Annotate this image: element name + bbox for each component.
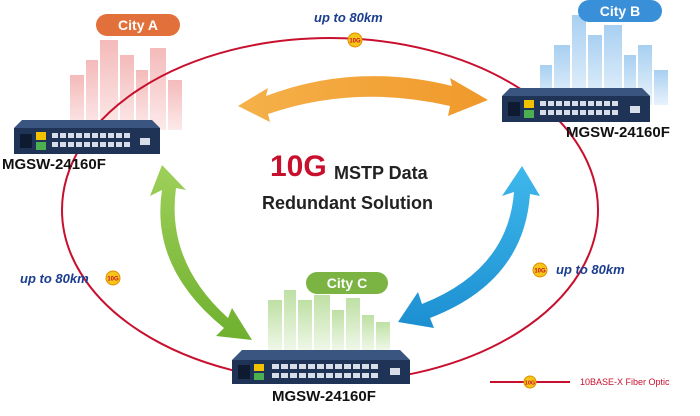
legend-label: 10BASE-X Fiber Optic [580,377,670,387]
title-line1: MSTP Data [334,163,428,183]
switch-c [232,350,410,384]
switch-a [14,120,160,154]
fiber-marker-right: 10G [532,262,548,278]
distance-left: up to 80km [20,271,89,286]
arrow-b-c [398,166,540,328]
arrow-a-c [150,165,252,340]
switch-b-model: MGSW-24160F [566,124,670,141]
fiber-marker-top: 10G [347,32,363,48]
switch-a-model: MGSW-24160F [2,156,106,173]
distance-right: up to 80km [556,262,625,277]
fiber-marker-top-text: 10G [349,39,361,45]
city-c-skyline [268,290,390,350]
city-a-badge: City A [96,14,180,36]
city-c-badge: City C [306,272,388,294]
fiber-marker-left: 10G [105,270,121,286]
title-line2: Redundant Solution [262,193,433,213]
legend-symbol: 10G [490,375,570,389]
title-10g: 10G [270,150,327,183]
fiber-marker-left-text: 10G [107,277,119,283]
city-a-skyline [70,40,182,130]
legend-marker-text: 10G [525,381,535,387]
city-b-badge: City B [578,0,662,22]
arrow-a-b [238,76,488,122]
switch-b [502,88,650,122]
switch-c-model: MGSW-24160F [272,388,376,405]
distance-top: up to 80km [314,10,383,25]
fiber-marker-right-text: 10G [534,269,546,275]
